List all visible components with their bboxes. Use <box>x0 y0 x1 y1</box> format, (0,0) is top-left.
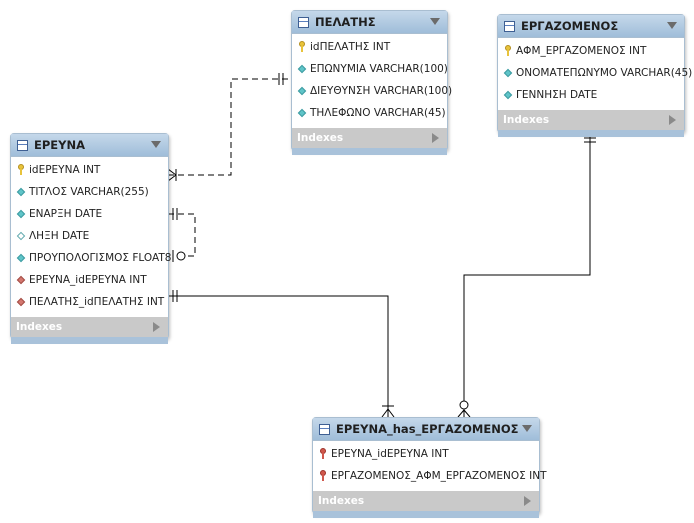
relation-ereuna-has <box>168 295 389 417</box>
column-row[interactable]: ΤΗΛΕΦΩΝΟ VARCHAR(45) <box>292 102 447 124</box>
expand-arrow-icon[interactable] <box>524 496 531 506</box>
primary-key-icon <box>16 164 26 176</box>
zero-or-many-marker <box>459 400 469 410</box>
column-row[interactable]: ΔΙΕΥΘΥΝΣΗ VARCHAR(100) <box>292 80 452 102</box>
not-null-column-icon <box>503 67 513 79</box>
not-null-column-icon <box>297 63 307 75</box>
collapse-arrow-icon[interactable] <box>151 141 161 148</box>
foreign-key-column-icon <box>16 296 26 308</box>
column-label: ΓΕΝΝΗΣΗ DATE <box>516 89 598 101</box>
indexes-label: Indexes <box>16 321 63 333</box>
column-label: idΕΡΕΥΝΑ INT <box>29 164 101 176</box>
indexes-label: Indexes <box>318 495 365 507</box>
column-label: ΕΠΩΝΥΜΙΑ VARCHAR(100) <box>310 63 448 75</box>
column-row[interactable]: ΛΗΞΗ DATE <box>11 225 168 247</box>
table-header[interactable]: ΠΕΛΑΤΗΣ <box>292 11 447 34</box>
column-label: ΤΗΛΕΦΩΝΟ VARCHAR(45) <box>310 107 446 119</box>
primary-key-icon <box>503 45 513 57</box>
table-icon <box>17 139 28 151</box>
table-ereuna-has-ergazomenos[interactable]: ΕΡΕΥΝΑ_has_ΕΡΓΑΖΟΜΕΝΟΣ ΕΡΕΥΝΑ_idΕΡΕΥΝΑ I… <box>312 417 547 518</box>
indexes-label: Indexes <box>503 114 550 126</box>
primary-key-icon <box>297 41 307 53</box>
column-label: ΕΝΑΡΞΗ DATE <box>29 208 103 220</box>
column-list: idΠΕΛΑΤΗΣ INT ΕΠΩΝΥΜΙΑ VARCHAR(100) ΔΙΕΥ… <box>292 34 452 128</box>
column-row[interactable]: ΕΡΓΑΖΟΜΕΝΟΣ_ΑΦΜ_ΕΡΓΑΖΟΜΕΝΟΣ INT <box>313 465 547 487</box>
column-label: ΠΡΟΥΠΟΛΟΓΙΣΜΟΣ FLOAT8 <box>29 252 172 264</box>
table-footer <box>498 130 684 137</box>
table-pelatis[interactable]: ΠΕΛΑΤΗΣ idΠΕΛΑΤΗΣ INT ΕΠΩΝΥΜΙΑ VARCHAR(1… <box>291 10 452 155</box>
table-footer <box>292 148 447 155</box>
relation-ergazomenos-has <box>463 132 591 417</box>
column-row[interactable]: ΠΕΛΑΤΗΣ_idΠΕΛΑΤΗΣ INT <box>11 291 168 313</box>
table-header[interactable]: ΕΡΕΥΝΑ_has_ΕΡΓΑΖΟΜΕΝΟΣ <box>313 418 539 441</box>
primary-foreign-key-icon <box>318 470 328 482</box>
column-list: ΕΡΕΥΝΑ_idΕΡΕΥΝΑ INT ΕΡΓΑΖΟΜΕΝΟΣ_ΑΦΜ_ΕΡΓΑ… <box>313 441 547 491</box>
column-row[interactable]: ΠΡΟΥΠΟΛΟΓΙΣΜΟΣ FLOAT8 <box>11 247 172 269</box>
column-row[interactable]: ΓΕΝΝΗΣΗ DATE <box>498 84 684 106</box>
indexes-section[interactable]: Indexes <box>292 128 447 148</box>
table-icon <box>319 423 330 435</box>
indexes-section[interactable]: Indexes <box>498 110 684 130</box>
not-null-column-icon <box>16 208 26 220</box>
column-label: ΟΝΟΜΑΤΕΠΩΝΥΜΟ VARCHAR(45) <box>516 67 693 79</box>
column-row[interactable]: ΕΠΩΝΥΜΙΑ VARCHAR(100) <box>292 58 448 80</box>
column-label: ΛΗΞΗ DATE <box>29 230 90 242</box>
collapse-arrow-icon[interactable] <box>430 18 440 25</box>
collapse-arrow-icon[interactable] <box>522 425 532 432</box>
expand-arrow-icon[interactable] <box>153 322 160 332</box>
expand-arrow-icon[interactable] <box>432 133 439 143</box>
table-title: ΕΡΕΥΝΑ_has_ΕΡΓΑΖΟΜΕΝΟΣ <box>336 422 519 436</box>
column-row[interactable]: ΑΦΜ_ΕΡΓΑΖΟΜΕΝΟΣ INT <box>498 40 684 62</box>
column-row[interactable]: idΕΡΕΥΝΑ INT <box>11 159 168 181</box>
column-label: ΠΕΛΑΤΗΣ_idΠΕΛΑΤΗΣ INT <box>29 296 165 308</box>
not-null-column-icon <box>16 252 26 264</box>
column-row[interactable]: ΕΡΕΥΝΑ_idΕΡΕΥΝΑ INT <box>313 443 539 465</box>
table-footer <box>11 337 168 344</box>
table-title: ΕΡΓΑΖΟΜΕΝΟΣ <box>521 19 619 33</box>
column-label: ΔΙΕΥΘΥΝΣΗ VARCHAR(100) <box>310 85 453 97</box>
relation-ereuna-pelatis <box>168 78 290 176</box>
column-label: ΕΡΕΥΝΑ_idΕΡΕΥΝΑ INT <box>29 274 147 286</box>
column-row[interactable]: idΠΕΛΑΤΗΣ INT <box>292 36 447 58</box>
column-row[interactable]: ΤΙΤΛΟΣ VARCHAR(255) <box>11 181 168 203</box>
column-row[interactable]: ΟΝΟΜΑΤΕΠΩΝΥΜΟ VARCHAR(45) <box>498 62 692 84</box>
column-label: ΕΡΓΑΖΟΜΕΝΟΣ_ΑΦΜ_ΕΡΓΑΖΟΜΕΝΟΣ INT <box>331 470 547 482</box>
table-icon <box>504 20 515 32</box>
foreign-key-column-icon <box>16 274 26 286</box>
indexes-label: Indexes <box>297 132 344 144</box>
column-list: idΕΡΕΥΝΑ INT ΤΙΤΛΟΣ VARCHAR(255) ΕΝΑΡΞΗ … <box>11 157 172 317</box>
table-title: ΕΡΕΥΝΑ <box>34 138 85 152</box>
indexes-section[interactable]: Indexes <box>11 317 168 337</box>
table-header[interactable]: ΕΡΓΑΖΟΜΕΝΟΣ <box>498 15 684 38</box>
column-label: ΑΦΜ_ΕΡΓΑΖΟΜΕΝΟΣ INT <box>516 45 647 57</box>
table-header[interactable]: ΕΡΕΥΝΑ <box>11 134 168 157</box>
table-title: ΠΕΛΑΤΗΣ <box>315 15 376 29</box>
column-label: ΕΡΕΥΝΑ_idΕΡΕΥΝΑ INT <box>331 448 449 460</box>
primary-foreign-key-icon <box>318 448 328 460</box>
relation-ereuna-self <box>168 213 196 257</box>
column-row[interactable]: ΕΡΕΥΝΑ_idΕΡΕΥΝΑ INT <box>11 269 168 291</box>
column-label: ΤΙΤΛΟΣ VARCHAR(255) <box>29 186 149 198</box>
table-ereuna[interactable]: ΕΡΕΥΝΑ idΕΡΕΥΝΑ INT ΤΙΤΛΟΣ VARCHAR(255) … <box>10 133 172 344</box>
not-null-column-icon <box>16 186 26 198</box>
column-row[interactable]: ΕΝΑΡΞΗ DATE <box>11 203 168 225</box>
table-footer <box>313 511 539 518</box>
column-list: ΑΦΜ_ΕΡΓΑΖΟΜΕΝΟΣ INT ΟΝΟΜΑΤΕΠΩΝΥΜΟ VARCHA… <box>498 38 692 110</box>
not-null-column-icon <box>297 107 307 119</box>
table-icon <box>298 16 309 28</box>
indexes-section[interactable]: Indexes <box>313 491 539 511</box>
column-label: idΠΕΛΑΤΗΣ INT <box>310 41 391 53</box>
expand-arrow-icon[interactable] <box>669 115 676 125</box>
table-ergazomenos[interactable]: ΕΡΓΑΖΟΜΕΝΟΣ ΑΦΜ_ΕΡΓΑΖΟΜΕΝΟΣ INT ΟΝΟΜΑΤΕΠ… <box>497 14 692 137</box>
not-null-column-icon <box>503 89 513 101</box>
nullable-column-icon <box>16 230 26 242</box>
not-null-column-icon <box>297 85 307 97</box>
collapse-arrow-icon[interactable] <box>667 22 677 29</box>
